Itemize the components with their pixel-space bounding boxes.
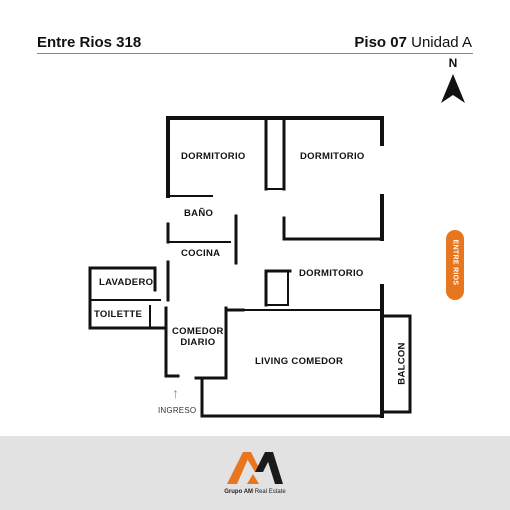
unit-name: Unidad A (411, 34, 472, 51)
room-balcon-label: BALCON (396, 342, 408, 385)
header-title: Entre Rios 318 (37, 34, 142, 51)
room-balcon: BALCON (387, 340, 417, 390)
street-tag: ENTRE RIOS (446, 230, 464, 300)
street-tag-label: ENTRE RIOS (451, 239, 459, 286)
header-floor-unit: Piso 07 Unidad A (354, 34, 472, 51)
entrance-arrow-icon: ↑ (172, 385, 179, 401)
room-comedor-diario: COMEDOR DIARIO (172, 326, 224, 348)
room-lavadero: LAVADERO (99, 277, 154, 288)
north-arrow-icon (441, 74, 465, 103)
entrance-label: INGRESO (158, 406, 197, 415)
room-bano: BAÑO (184, 208, 214, 219)
room-comedor-diario-line-1: COMEDOR (172, 326, 224, 337)
brand-name-regular: Real Estate (254, 489, 286, 495)
floor-number: Piso 07 (354, 34, 407, 51)
header-divider (37, 53, 473, 54)
brand-name: Grupo AM Real Estate (0, 489, 510, 495)
brand-name-bold: Grupo AM (224, 489, 254, 495)
floor-plan (88, 116, 412, 418)
room-living-comedor: LIVING COMEDOR (255, 356, 344, 367)
footer: Grupo AM Real Estate (0, 436, 510, 510)
wall-lavadero-box (88, 266, 168, 330)
room-toilette: TOILETTE (94, 309, 143, 320)
room-dormitorio-3: DORMITORIO (299, 268, 364, 279)
brand-logo-icon (227, 452, 283, 484)
room-comedor-diario-line-2: DIARIO (180, 337, 216, 348)
room-cocina: COCINA (181, 248, 221, 259)
north-compass: N (440, 56, 466, 106)
north-letter: N (448, 56, 458, 70)
room-dormitorio-1: DORMITORIO (181, 151, 246, 162)
room-dormitorio-2: DORMITORIO (300, 151, 365, 162)
wall-balcon (380, 314, 412, 414)
